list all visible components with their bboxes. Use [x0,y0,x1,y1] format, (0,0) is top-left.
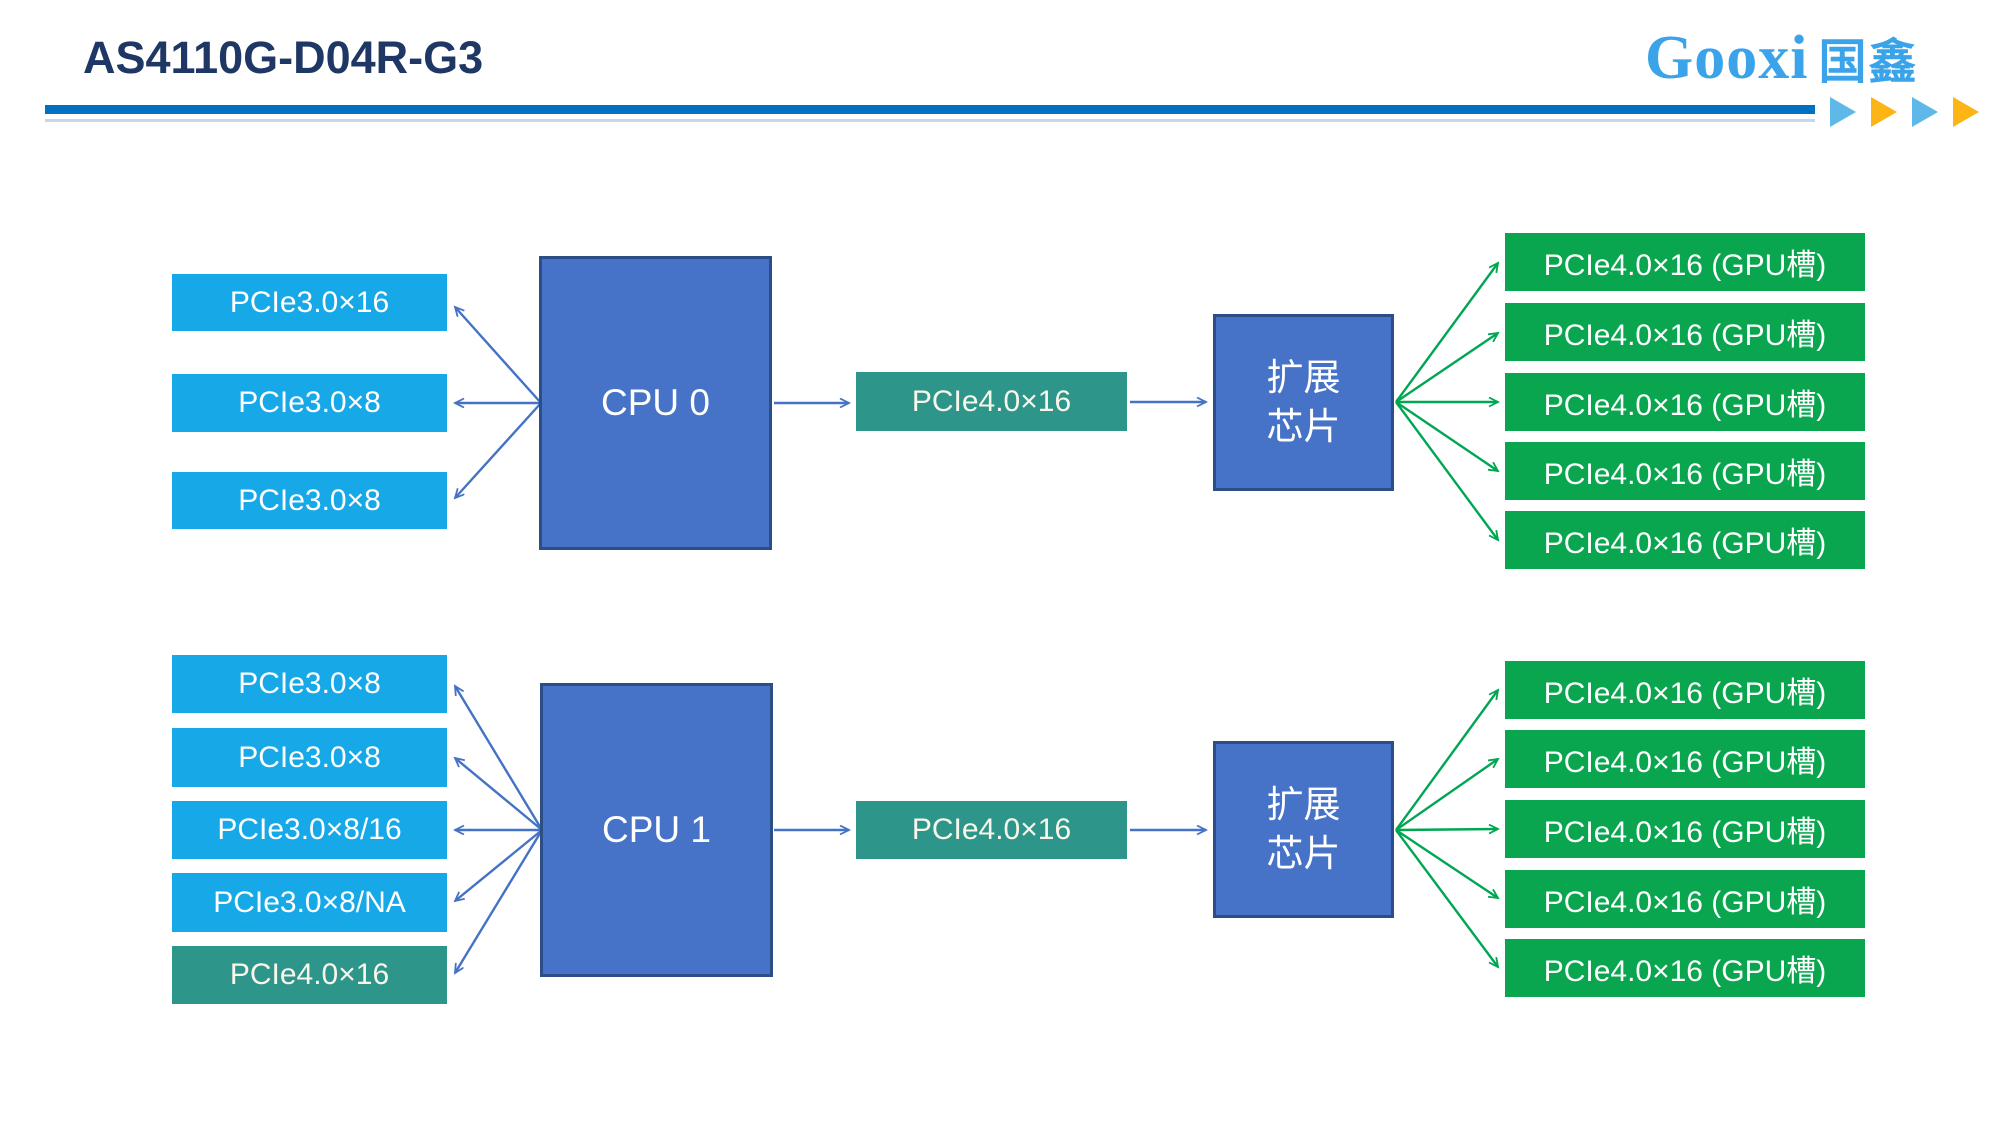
cpu0-box: CPU 0 [539,256,772,550]
logo-cn-text: 国鑫 [1818,36,1919,89]
gpu-slot: PCIe4.0×16 (GPU槽) [1505,373,1865,431]
expansion-chip-box: 扩展 芯片 [1213,314,1394,491]
pcie-slot: PCIe3.0×8/16 [172,801,447,859]
pcie-link-box: PCIe4.0×16 [856,801,1127,859]
chip-label-line1: 扩展 [1266,357,1341,399]
gooxi-logo: Gooxi 国鑫 [1645,22,1918,94]
pcie-slot: PCIe3.0×8 [172,728,447,787]
pcie-slot: PCIe3.0×8 [172,374,447,432]
gpu-slot: PCIe4.0×16 (GPU槽) [1505,233,1865,291]
pcie-link-box: PCIe4.0×16 [856,372,1127,431]
chip1-green-arrows [1395,690,1498,967]
accent-triangle-icon [1871,97,1897,127]
header-divider-line [45,119,1815,122]
chip-label-line2: 芯片 [1266,832,1341,874]
gpu-slot: PCIe4.0×16 (GPU槽) [1505,730,1865,788]
pcie-slot: PCIe3.0×8/NA [172,873,447,932]
gpu-slot: PCIe4.0×16 (GPU槽) [1505,939,1865,997]
chip-label-line1: 扩展 [1266,784,1341,826]
gpu-slot: PCIe4.0×16 (GPU槽) [1505,442,1865,500]
pcie-slot: PCIe4.0×16 [172,946,447,1004]
pcie-slot: PCIe3.0×8 [172,472,447,529]
expansion-chip-box: 扩展 芯片 [1213,741,1394,918]
cpu0-blue-arrows [455,307,1206,498]
chip-label-line2: 芯片 [1266,405,1341,447]
cpu1-blue-arrows [455,686,1206,973]
accent-triangle-icon [1953,97,1979,127]
logo-latin-text: Gooxi [1645,24,1809,92]
gpu-slot: PCIe4.0×16 (GPU槽) [1505,800,1865,858]
accent-triangle-icon [1830,97,1856,127]
gpu-slot: PCIe4.0×16 (GPU槽) [1505,511,1865,569]
cpu1-box: CPU 1 [540,683,773,977]
accent-triangle-icon [1912,97,1938,127]
header-divider-bar [45,105,1815,114]
pcie-slot: PCIe3.0×8 [172,655,447,713]
chip0-green-arrows [1395,263,1498,540]
gpu-slot: PCIe4.0×16 (GPU槽) [1505,870,1865,928]
gpu-slot: PCIe4.0×16 (GPU槽) [1505,661,1865,719]
pcie-slot: PCIe3.0×16 [172,274,447,331]
page-title: AS4110G-D04R-G3 [83,32,484,83]
gpu-slot: PCIe4.0×16 (GPU槽) [1505,303,1865,361]
